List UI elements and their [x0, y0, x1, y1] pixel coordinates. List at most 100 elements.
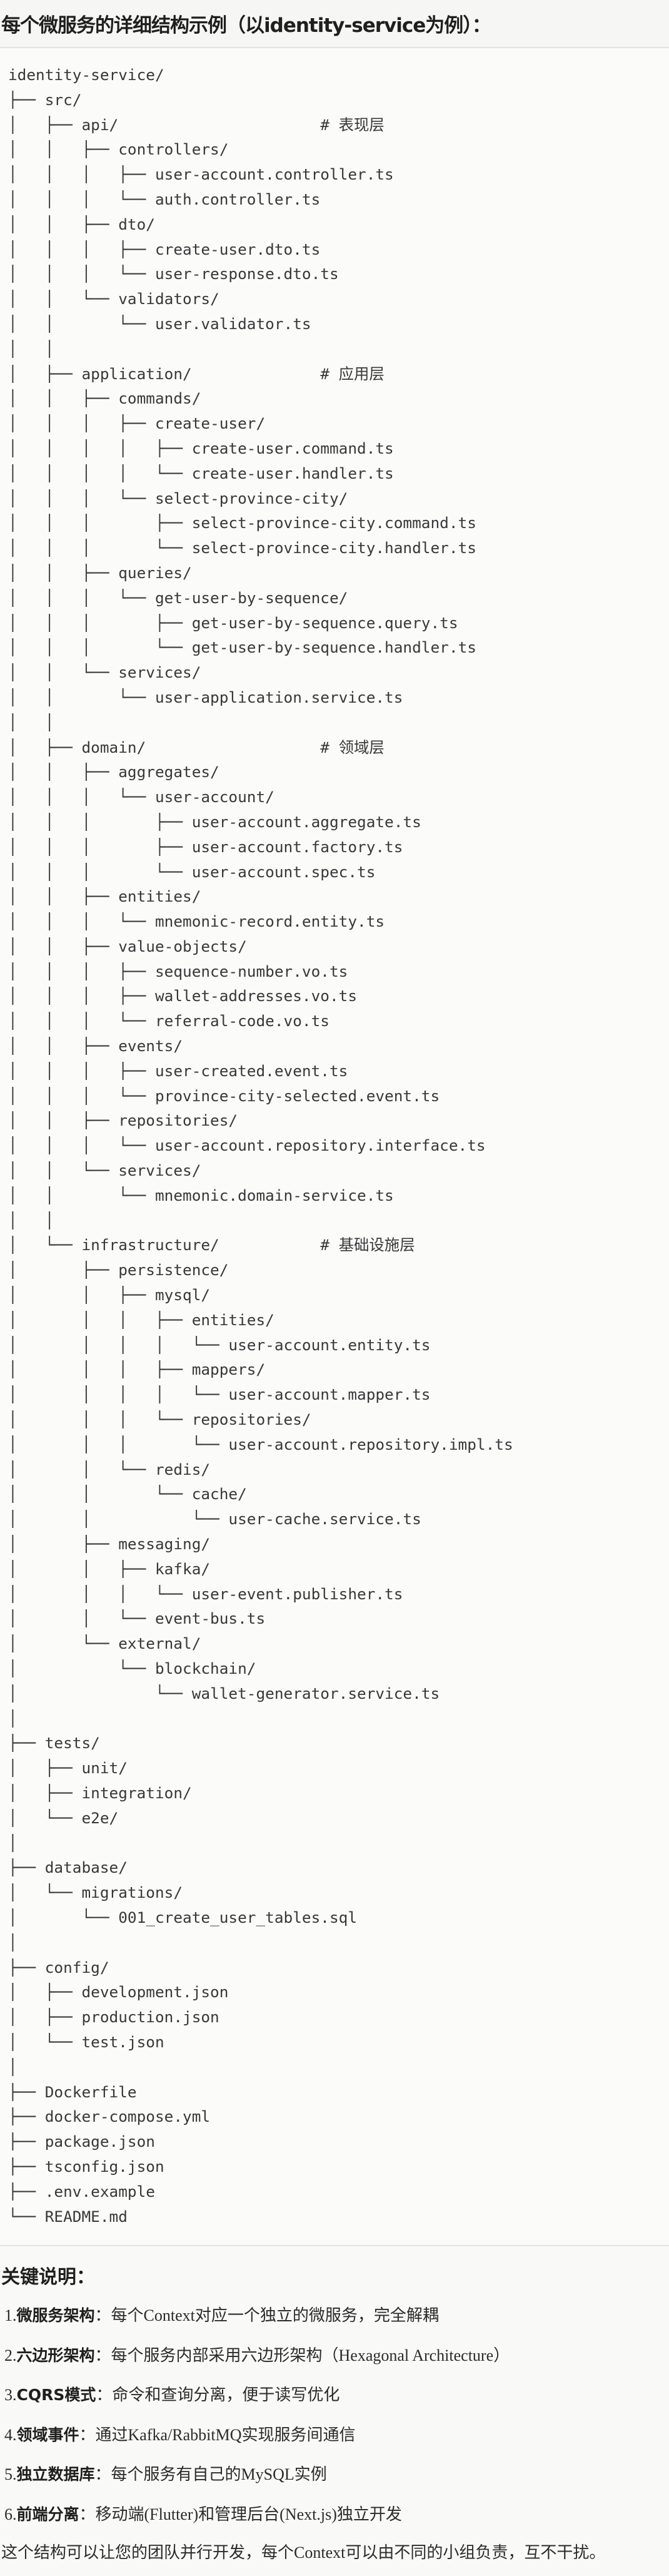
tree-line: │ │ │ ├── select-province-city.command.t…: [8, 514, 476, 532]
tree-line: │ │ │ └── get-user-by-sequence.handler.t…: [8, 638, 476, 657]
tree-line: │ │ │ ├── create-user.dto.ts: [8, 240, 321, 258]
tree-line: ├── Dockerfile: [8, 2082, 137, 2101]
tree-line: │ └── blockchain/: [8, 1659, 256, 1677]
note-term: 六边形架构: [16, 2346, 95, 2365]
tree-line: │ │ │ ├── mappers/: [8, 1360, 266, 1379]
directory-tree-code-block: identity-service/ ├── src/ │ ├── api/ # 表现…: [0, 48, 669, 2246]
note-number: 5.: [4, 2465, 17, 2483]
tree-line: ├── docker-compose.yml: [8, 2107, 211, 2126]
tree-line: │ ├── api/ # 表现层: [8, 115, 385, 134]
tree-line: │ │ │ └── mnemonic-record.entity.ts: [8, 912, 385, 931]
tree-line: │ └── 001_create_user_tables.sql: [8, 1908, 358, 1927]
note-number: 1.: [4, 2306, 17, 2324]
tree-line: │: [8, 2057, 18, 2076]
note-number: 2.: [4, 2346, 17, 2365]
tree-line: │ │ ├── entities/: [8, 887, 201, 906]
note-item: 5.独立数据库：每个服务有自己的MySQL实例: [1, 2455, 669, 2495]
note-text: ：通过Kafka/RabbitMQ实现服务间通信: [79, 2425, 356, 2444]
tree-line: │ │ │ ├── user-created.event.ts: [8, 1061, 348, 1080]
tree-line: │ └── e2e/: [8, 1808, 119, 1827]
tree-line: │ │ │ └── user-account.repository.impl.t…: [8, 1435, 513, 1453]
tree-line: │ │ │ ├── sequence-number.vo.ts: [8, 962, 348, 980]
tree-line: │ │ └── redis/: [8, 1460, 211, 1479]
tree-line: │ ├── messaging/: [8, 1535, 211, 1554]
tree-line: │ │ └── user.validator.ts: [8, 314, 311, 333]
note-text: ：命令和查询分离，便于读写优化: [96, 2386, 340, 2404]
tree-line: │ │ ├── dto/: [8, 215, 155, 233]
tree-line: │ │ │ └── user-account.spec.ts: [8, 862, 376, 881]
tree-line: │ │ │ │ └── create-user.handler.ts: [8, 464, 394, 482]
tree-line: │ ├── development.json: [8, 1983, 229, 2002]
page-title: 每个微服务的详细结构示例（以identity-service为例）：: [1, 14, 491, 37]
tree-line: │ │ ├── aggregates/: [8, 763, 219, 781]
tree-line: │ │ ├── commands/: [8, 389, 201, 408]
tree-line: └── README.md: [8, 2207, 128, 2226]
tree-line: │ │ │ ├── user-account.factory.ts: [8, 837, 403, 856]
note-text: ：每个Context对应一个独立的微服务，完全解耦: [94, 2306, 439, 2324]
tree-line: │ │ │ ├── get-user-by-sequence.query.ts: [8, 613, 458, 632]
tree-line: │ │: [8, 1211, 54, 1229]
summary-paragraph: 这个结构可以让您的团队并行开发，每个Context可以由不同的小组负责，互不干扰…: [1, 2543, 606, 2562]
tree-line: │ │ │ └── repositories/: [8, 1410, 311, 1429]
page-header: 每个微服务的详细结构示例（以identity-service为例）：: [0, 0, 669, 48]
tree-line: │ └── test.json: [8, 2032, 164, 2051]
tree-line: │ └── migrations/: [8, 1883, 183, 1902]
tree-line: identity-service/: [8, 66, 164, 84]
note-text: ：每个服务内部采用六边形架构（Hexagonal Architecture）: [94, 2346, 510, 2365]
tree-line: │ │ │ │ └── user-account.mapper.ts: [8, 1385, 431, 1404]
tree-line: │ │ │ └── user-account/: [8, 788, 274, 807]
tree-line: │ │ └── services/: [8, 663, 201, 682]
tree-line: │ │ └── mnemonic.domain-service.ts: [8, 1186, 394, 1204]
tree-line: ├── src/: [8, 90, 82, 109]
tree-line: │ │ │ └── referral-code.vo.ts: [8, 1012, 329, 1031]
note-term: 领域事件: [16, 2425, 79, 2444]
tree-line: │ │ │ └── select-province-city/: [8, 489, 348, 507]
tree-line: │ │ └── user-application.service.ts: [8, 688, 403, 706]
key-notes-section: 关键说明： 1.微服务架构：每个Context对应一个独立的微服务，完全解耦 2.…: [0, 2246, 669, 2572]
tree-line: │ └── wallet-generator.service.ts: [8, 1684, 440, 1703]
tree-line: │ │ │ │ └── user-account.entity.ts: [8, 1335, 431, 1354]
note-number: 6.: [4, 2505, 17, 2523]
tree-line: │ │ │ └── select-province-city.handler.t…: [8, 539, 476, 557]
note-text: ：移动端(Flutter)和管理后台(Next.js)独立开发: [79, 2505, 402, 2523]
tree-line: ├── database/: [8, 1858, 128, 1877]
tree-line: │ │ ├── kafka/: [8, 1559, 211, 1578]
tree-line: │ │ ├── controllers/: [8, 140, 229, 159]
tree-line: │ │ ├── repositories/: [8, 1111, 238, 1130]
note-text: ：每个服务有自己的MySQL实例: [94, 2465, 327, 2483]
tree-line: │ ├── unit/: [8, 1759, 128, 1778]
note-item: 3.CQRS模式：命令和查询分离，便于读写优化: [1, 2375, 669, 2415]
note-term: 微服务架构: [16, 2306, 95, 2324]
notes-heading: 关键说明：: [1, 2266, 95, 2288]
tree-line: │ │ └── cache/: [8, 1485, 247, 1504]
note-term: 前端分离: [16, 2505, 79, 2523]
tree-line: │: [8, 1933, 18, 1952]
tree-line: │ ├── persistence/: [8, 1261, 229, 1280]
tree-line: │ ├── domain/ # 领域层: [8, 738, 385, 756]
note-number: 4.: [4, 2425, 17, 2444]
tree-line: │ └── external/: [8, 1634, 201, 1653]
tree-line: ├── .env.example: [8, 2182, 155, 2201]
tree-line: │ └── infrastructure/ # 基础设施层: [8, 1236, 415, 1255]
tree-line: │ │ │ │ ├── create-user.command.ts: [8, 439, 394, 457]
tree-line: │ │ │ └── province-city-selected.event.t…: [8, 1086, 440, 1105]
tree-line: │ │: [8, 713, 54, 731]
tree-line: │: [8, 1833, 18, 1852]
tree-line: │ │ ├── value-objects/: [8, 937, 247, 955]
tree-line: │ │ └── validators/: [8, 290, 219, 308]
tree-line: │ ├── production.json: [8, 2008, 219, 2027]
tree-line: │ │ │ ├── user-account.controller.ts: [8, 165, 394, 184]
note-term: CQRS模式: [16, 2386, 96, 2404]
tree-line: │ │ └── event-bus.ts: [8, 1609, 266, 1628]
tree-line: │: [8, 1709, 18, 1728]
tree-line: │ ├── integration/: [8, 1783, 192, 1802]
tree-line: │ │ │ └── user-account.repository.interf…: [8, 1136, 486, 1155]
tree-line: │ │ ├── mysql/: [8, 1286, 211, 1305]
tree-line: ├── tsconfig.json: [8, 2157, 164, 2176]
tree-line: │ │ │ ├── wallet-addresses.vo.ts: [8, 987, 358, 1005]
tree-line: │ │: [8, 339, 54, 358]
tree-line: │ │ │ └── get-user-by-sequence/: [8, 588, 348, 607]
tree-line: ├── tests/: [8, 1734, 100, 1753]
tree-line: │ │ │ ├── user-account.aggregate.ts: [8, 812, 421, 831]
